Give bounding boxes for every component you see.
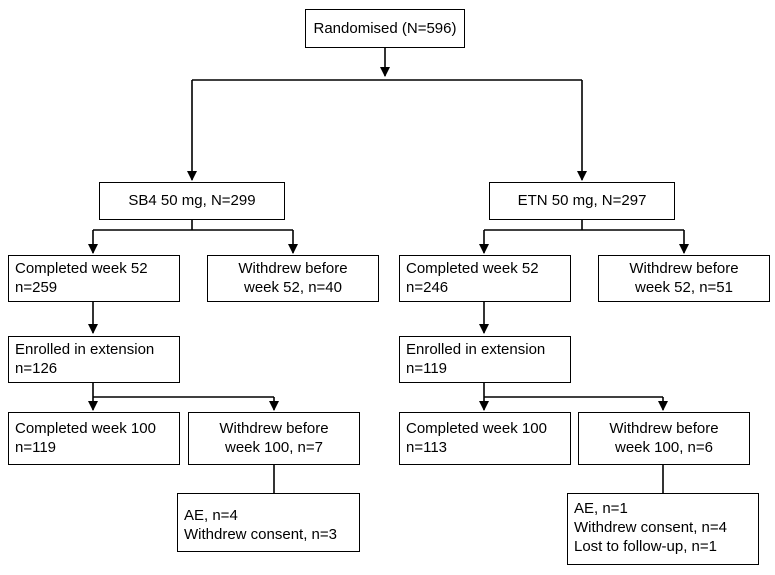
sb4-completed52-box: Completed week 52 n=259: [8, 255, 180, 302]
etn-enrolled-title: Enrolled in extension: [406, 341, 546, 358]
etn-withdrew100-count: week 100, n=6: [615, 439, 713, 456]
etn-completed52-count: n=246: [406, 279, 449, 296]
sb4-arm-box: SB4 50 mg, N=299: [99, 182, 285, 220]
etn-arm-box: ETN 50 mg, N=297: [489, 182, 675, 220]
etn-reasons-box: AE, n=1 Withdrew consent, n=4 Lost to fo…: [567, 493, 759, 565]
sb4-completed100-count: n=119: [15, 439, 57, 456]
etn-completed52-title: Completed week 52: [406, 260, 539, 277]
sb4-withdrew52-count: week 52, n=40: [244, 279, 342, 296]
randomised-box: Randomised (N=596): [305, 9, 465, 48]
etn-withdrew52-count: week 52, n=51: [635, 279, 733, 296]
sb4-reasons-box: AE, n=4 Withdrew consent, n=3: [177, 493, 360, 552]
etn-withdrew100-box: Withdrew before week 100, n=6: [578, 412, 750, 465]
etn-reason-ae: AE, n=1: [574, 500, 628, 517]
etn-enrolled-count: n=119: [406, 360, 448, 377]
etn-enrolled-box: Enrolled in extension n=119: [399, 336, 571, 383]
sb4-enrolled-box: Enrolled in extension n=126: [8, 336, 180, 383]
sb4-completed52-title: Completed week 52: [15, 260, 148, 277]
sb4-enrolled-title: Enrolled in extension: [15, 341, 155, 358]
sb4-withdrew52-title: Withdrew before: [238, 260, 348, 277]
etn-withdrew52-title: Withdrew before: [629, 260, 739, 277]
etn-reason-consent: Withdrew consent, n=4: [574, 519, 727, 536]
sb4-withdrew100-box: Withdrew before week 100, n=7: [188, 412, 360, 465]
sb4-completed100-title: Completed week 100: [15, 420, 156, 437]
sb4-withdrew52-box: Withdrew before week 52, n=40: [207, 255, 379, 302]
sb4-completed100-box: Completed week 100 n=119: [8, 412, 180, 465]
sb4-reason-consent: Withdrew consent, n=3: [184, 526, 337, 543]
etn-completed100-box: Completed week 100 n=113: [399, 412, 571, 465]
etn-completed100-count: n=113: [406, 439, 448, 456]
etn-completed52-box: Completed week 52 n=246: [399, 255, 571, 302]
sb4-withdrew100-count: week 100, n=7: [225, 439, 323, 456]
etn-withdrew52-box: Withdrew before week 52, n=51: [598, 255, 770, 302]
sb4-arm-label: SB4 50 mg, N=299: [128, 192, 256, 209]
sb4-completed52-count: n=259: [15, 279, 58, 296]
randomised-label: Randomised (N=596): [313, 20, 457, 37]
etn-reason-lost: Lost to follow-up, n=1: [574, 538, 718, 555]
sb4-reason-ae: AE, n=4: [184, 507, 238, 524]
sb4-enrolled-count: n=126: [15, 360, 58, 377]
etn-withdrew100-title: Withdrew before: [609, 420, 719, 437]
etn-arm-label: ETN 50 mg, N=297: [517, 192, 647, 209]
sb4-withdrew100-title: Withdrew before: [219, 420, 329, 437]
etn-completed100-title: Completed week 100: [406, 420, 547, 437]
